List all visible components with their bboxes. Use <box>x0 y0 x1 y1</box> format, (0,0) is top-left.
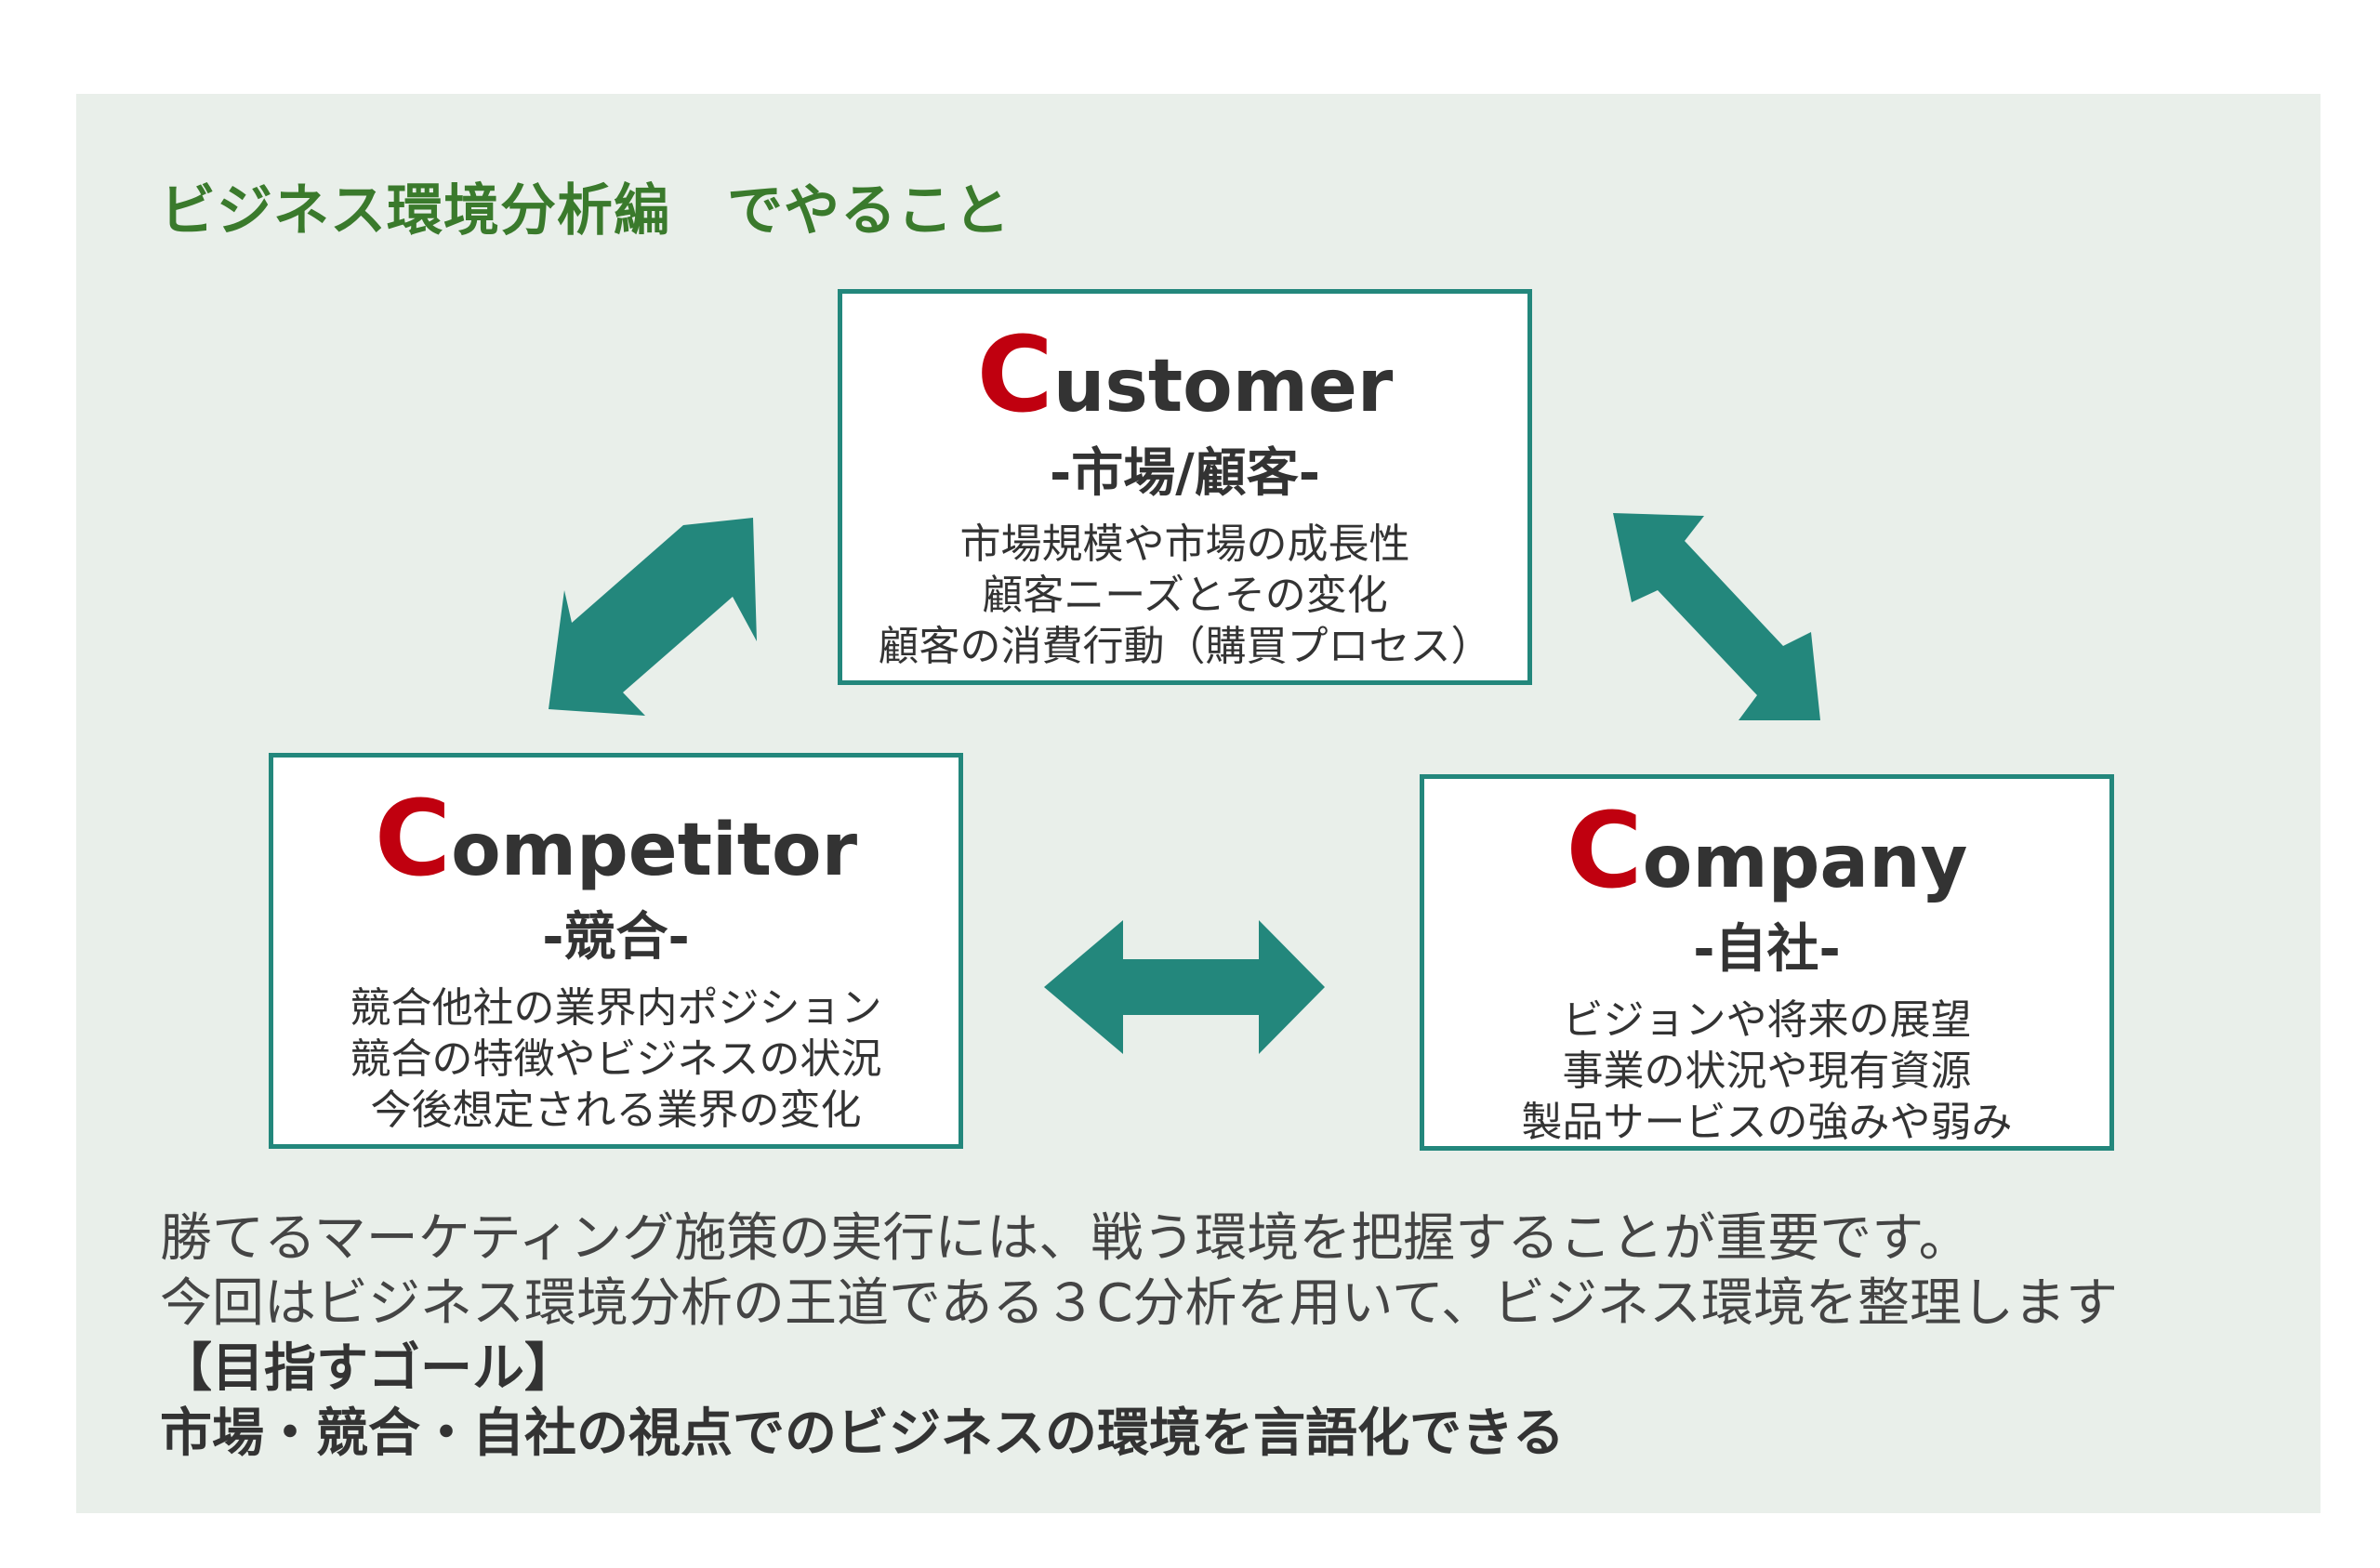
summary-line-1: 勝てるマーケティング施策の実行には、戦う環境を把握することが重要です。 <box>160 1208 1971 1269</box>
goal-label: 【目指すゴール】 <box>160 1338 576 1399</box>
customer-title-rest: ustomer <box>1052 345 1394 428</box>
competitor-box: Competitor -競合- 競合他社の業界内ポジション 競合の特徴やビジネス… <box>269 753 963 1149</box>
page-heading: ビジネス環境分析編 でやること <box>160 178 1011 244</box>
company-line: ビジョンや将来の展望 <box>1562 996 1972 1044</box>
customer-line: 市場規模や市場の成長性 <box>959 520 1410 568</box>
customer-title: Customer <box>842 323 1527 428</box>
customer-initial: C <box>976 315 1053 436</box>
competitor-line: 競合の特徴やビジネスの状況 <box>350 1035 882 1083</box>
company-line: 製品サービスの強みや弱み <box>1521 1099 2013 1146</box>
competitor-title-rest: ompetitor <box>451 809 858 892</box>
competitor-line: 競合他社の業界内ポジション <box>350 984 882 1032</box>
customer-description: 市場規模や市場の成長性 顧客ニーズとその変化 顧客の消費行動（購買プロセス） <box>842 519 1527 672</box>
company-title-rest: ompany <box>1642 821 1968 904</box>
goal-text: 市場・競合・自社の視点でのビジネスの環境を言語化できる <box>160 1403 1565 1464</box>
competitor-title: Competitor <box>273 787 959 891</box>
customer-subtitle: -市場/顧客- <box>1050 443 1320 504</box>
summary-line-2: 今回はビジネス環境分析の王道である３C分析を用いて、ビジネス環境を整理します <box>160 1273 2119 1334</box>
company-initial: C <box>1566 791 1643 912</box>
competitor-description: 競合他社の業界内ポジション 競合の特徴やビジネスの状況 今後想定される業界の変化 <box>273 982 959 1136</box>
competitor-initial: C <box>374 779 452 900</box>
customer-box: Customer -市場/顧客- 市場規模や市場の成長性 顧客ニーズとその変化 … <box>838 289 1532 685</box>
customer-line: 顧客の消費行動（購買プロセス） <box>878 623 1492 670</box>
company-line: 事業の状況や現有資源 <box>1562 1048 1972 1095</box>
company-description: ビジョンや将来の展望 事業の状況や現有資源 製品サービスの強みや弱み <box>1424 995 2109 1148</box>
customer-line: 顧客ニーズとその変化 <box>982 572 1388 619</box>
company-title: Company <box>1424 799 2109 903</box>
competitor-subtitle: -競合- <box>542 907 690 968</box>
summary-text: 勝てるマーケティング施策の実行には、戦う環境を把握することが重要です。 今回はビ… <box>160 1206 2118 1467</box>
company-box: Company -自社- ビジョンや将来の展望 事業の状況や現有資源 製品サービ… <box>1420 774 2114 1151</box>
company-subtitle: -自社- <box>1693 919 1841 980</box>
competitor-line: 今後想定される業界の変化 <box>370 1087 862 1134</box>
